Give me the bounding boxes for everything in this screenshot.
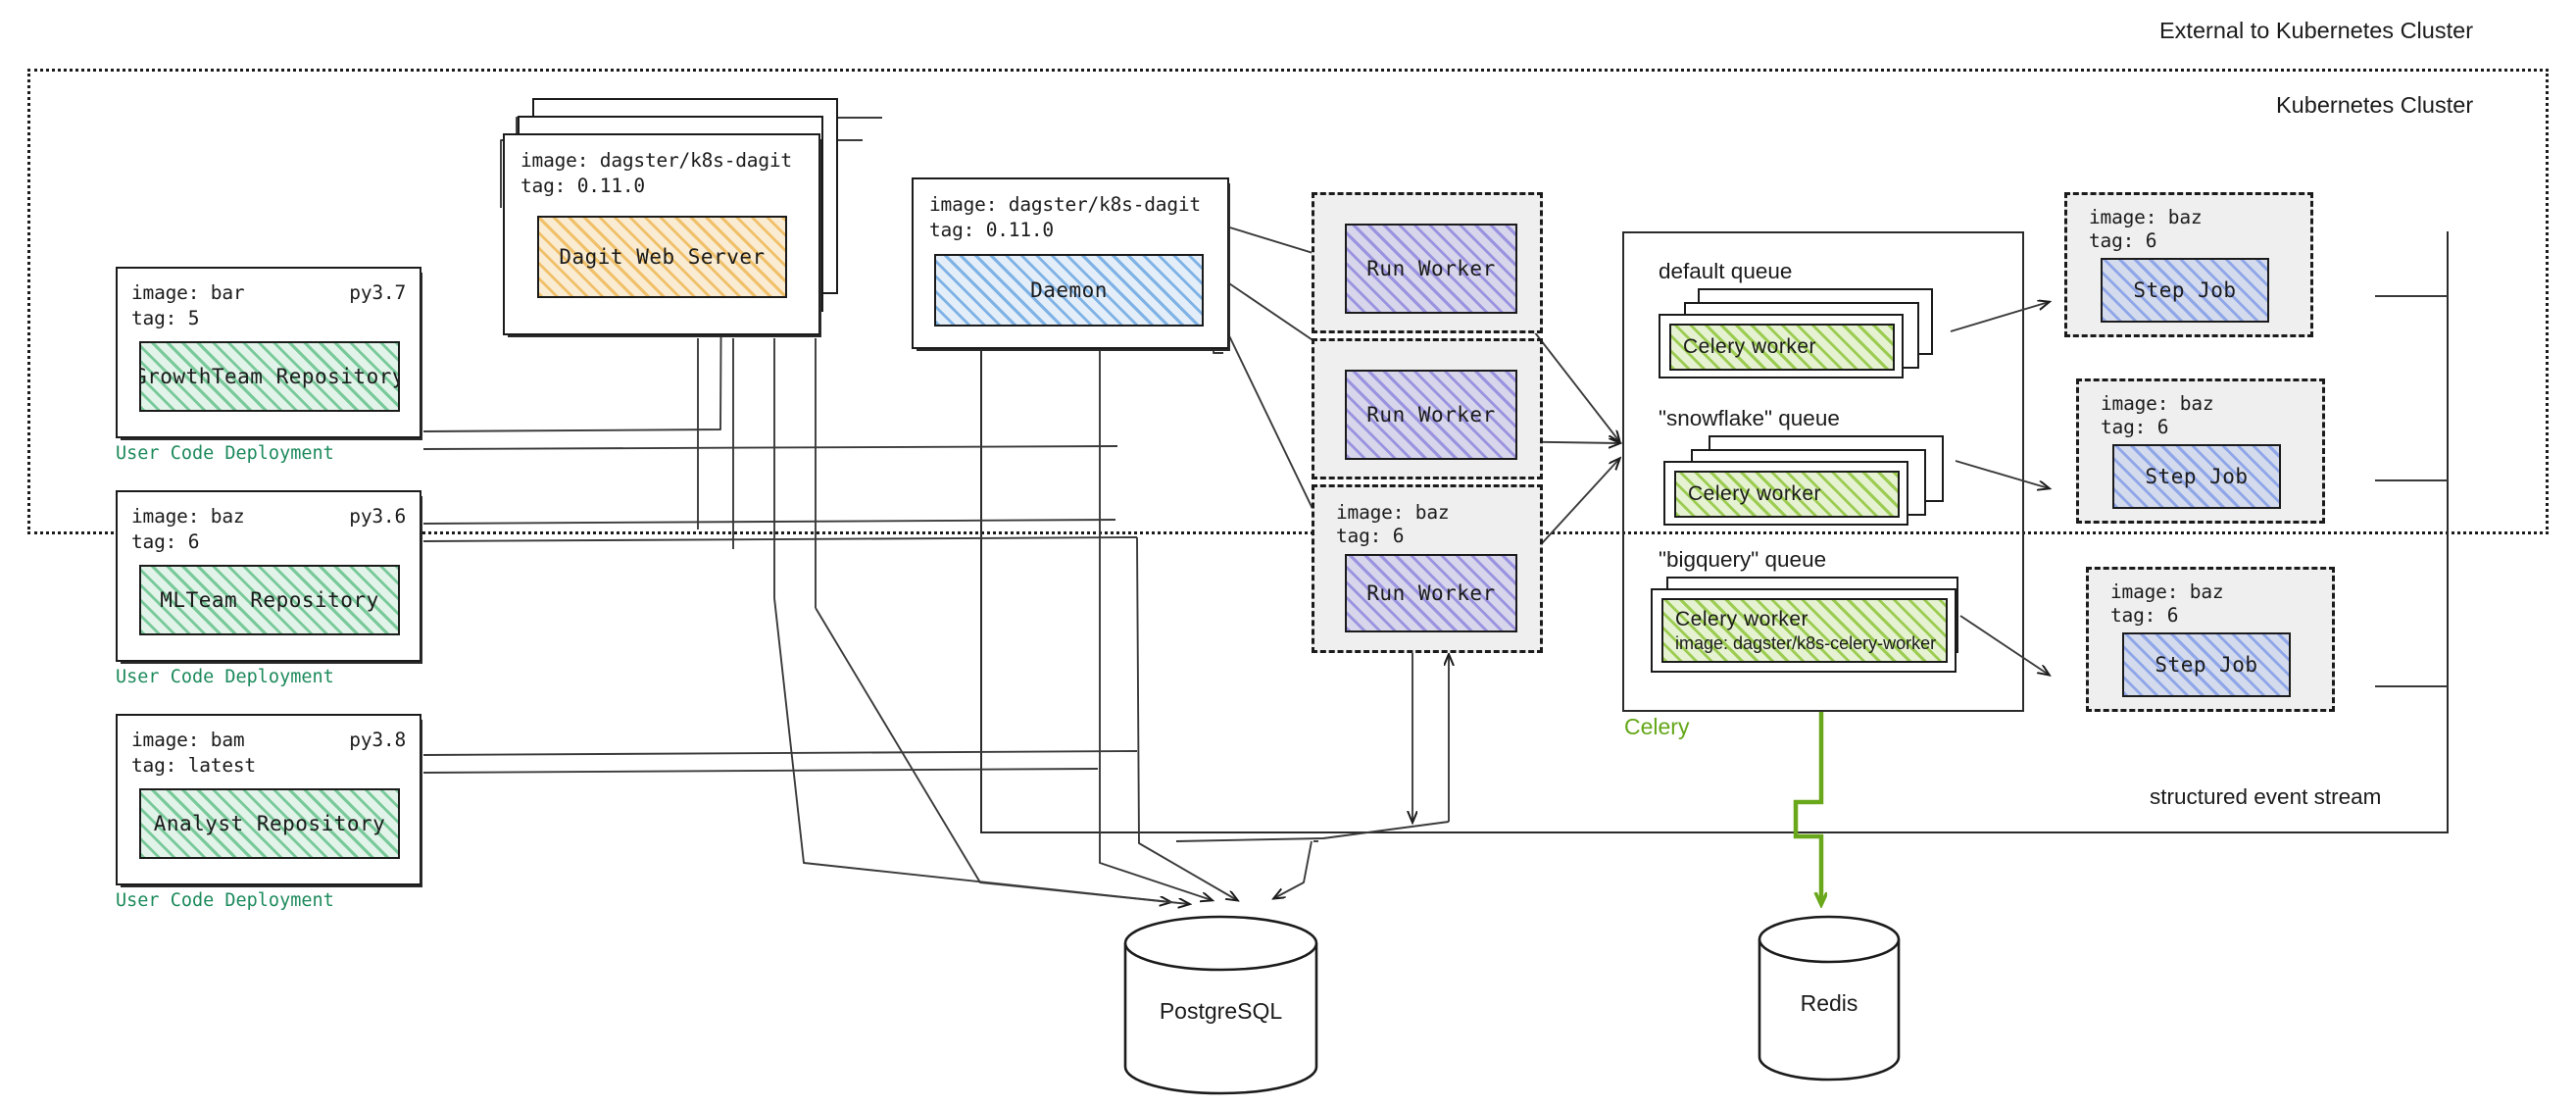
celery-queue-label-default: default queue	[1659, 259, 1793, 283]
growthteam-caption: User Code Deployment	[116, 443, 334, 464]
step-job-1-image-row: image: baz	[2089, 206, 2203, 228]
celery-queue-label-bigquery: "bigquery" queue	[1659, 547, 1827, 572]
mlteam-tag-row: tag: 6	[131, 529, 200, 553]
external-to-cluster-label: External to Kubernetes Cluster	[2159, 18, 2474, 43]
celery-worker-block-default[interactable]: Celery worker	[1669, 324, 1895, 371]
dagit-tag-row: tag: 0.11.0	[520, 174, 645, 197]
kubernetes-cluster-label: Kubernetes Cluster	[2276, 92, 2474, 118]
daemon-block[interactable]: Daemon	[934, 254, 1204, 327]
growthteam-tag-row: tag: 5	[131, 306, 200, 329]
celery-worker-label-bigquery: Celery worker	[1675, 607, 1809, 630]
user-code-deployment-mlteam[interactable]: image: baz py3.6 tag: 6 MLTeam Repositor…	[116, 490, 422, 664]
mlteam-caption: User Code Deployment	[116, 667, 334, 687]
daemon-pod[interactable]: image: dagster/k8s-dagit tag: 0.11.0 Dae…	[912, 177, 1230, 351]
step-job-pod-1[interactable]: image: baz tag: 6 Step Job	[2064, 192, 2313, 337]
analyst-repository-label: Analyst Repository	[153, 812, 386, 835]
step-job-label-1: Step Job	[2133, 278, 2237, 302]
daemon-label: Daemon	[1030, 278, 1108, 302]
celery-worker-card-bigquery[interactable]: Celery worker image: dagster/k8s-celery-…	[1651, 588, 1957, 673]
dagit-web-server-block[interactable]: Dagit Web Server	[537, 216, 787, 298]
step-job-3-tag-row: tag: 6	[2110, 604, 2179, 627]
analyst-repository-block[interactable]: Analyst Repository	[139, 788, 400, 859]
structured-event-stream-box	[980, 231, 2449, 833]
growthteam-repository-label: GrowthTeam Repository	[139, 365, 400, 388]
step-job-block-3[interactable]: Step Job	[2122, 632, 2291, 697]
run-worker-3-image-row: image: baz	[1336, 501, 1450, 524]
daemon-tag-row: tag: 0.11.0	[929, 218, 1054, 241]
analyst-tag-row: tag: latest	[131, 753, 256, 777]
mlteam-repository-block[interactable]: MLTeam Repository	[139, 565, 400, 635]
celery-worker-label-snowflake: Celery worker	[1688, 482, 1822, 505]
celery-region-label: Celery	[1624, 714, 1690, 739]
run-worker-pod-1[interactable]: Run Worker	[1312, 192, 1543, 333]
structured-event-stream-top-left	[980, 231, 984, 833]
dagit-web-server[interactable]: image: dagster/k8s-dagit tag: 0.11.0 Dag…	[503, 133, 821, 337]
step-job-label-2: Step Job	[2145, 465, 2249, 488]
mlteam-repository-label: MLTeam Repository	[160, 588, 379, 612]
analyst-image-row: image: bam py3.8	[131, 729, 406, 751]
celery-worker-block-snowflake[interactable]: Celery worker	[1674, 471, 1900, 518]
postgresql-cylinder-shape	[1123, 915, 1318, 1095]
run-worker-label-3: Run Worker	[1366, 581, 1496, 605]
growthteam-image-row: image: bar py3.7	[131, 281, 406, 304]
user-code-deployment-analyst[interactable]: image: bam py3.8 tag: latest Analyst Rep…	[116, 714, 422, 887]
daemon-image-row: image: dagster/k8s-dagit	[929, 193, 1201, 216]
run-worker-label-2: Run Worker	[1366, 403, 1496, 427]
redis-label: Redis	[1800, 990, 1858, 1016]
step-job-label-3: Step Job	[2155, 653, 2258, 677]
postgresql-datastore[interactable]: PostgreSQL	[1120, 912, 1321, 1098]
step-job-1-tag-row: tag: 6	[2089, 229, 2157, 252]
user-code-deployment-growthteam[interactable]: image: bar py3.7 tag: 5 GrowthTeam Repos…	[116, 267, 422, 440]
run-worker-block-2[interactable]: Run Worker	[1345, 370, 1517, 460]
celery-worker-card-snowflake[interactable]: Celery worker	[1663, 461, 1908, 526]
analyst-caption: User Code Deployment	[116, 890, 334, 911]
celery-worker-label-default: Celery worker	[1683, 335, 1817, 358]
dagit-web-server-label: Dagit Web Server	[559, 245, 766, 269]
redis-cylinder-shape	[1758, 915, 1901, 1082]
redis-datastore[interactable]: Redis	[1755, 912, 1904, 1086]
celery-worker-card-default[interactable]: Celery worker	[1659, 314, 1904, 378]
celery-queue-label-snowflake: "snowflake" queue	[1659, 406, 1840, 430]
growthteam-repository-block[interactable]: GrowthTeam Repository	[139, 341, 400, 412]
mlteam-image-row: image: baz py3.6	[131, 505, 406, 528]
run-worker-label-1: Run Worker	[1366, 257, 1496, 280]
step-job-2-tag-row: tag: 6	[2101, 416, 2169, 438]
run-worker-pod-2[interactable]: Run Worker	[1312, 338, 1543, 479]
step-job-pod-2[interactable]: image: baz tag: 6 Step Job	[2076, 378, 2325, 524]
run-worker-block-3[interactable]: Run Worker	[1345, 554, 1517, 632]
structured-event-stream-label: structured event stream	[2150, 784, 2382, 809]
run-worker-pod-3[interactable]: image: baz tag: 6 Run Worker	[1312, 484, 1543, 653]
step-job-block-1[interactable]: Step Job	[2101, 258, 2269, 323]
celery-worker-image-bigquery: image: dagster/k8s-celery-worker	[1675, 632, 1937, 653]
run-worker-3-tag-row: tag: 6	[1336, 525, 1405, 547]
run-worker-block-1[interactable]: Run Worker	[1345, 224, 1517, 314]
step-job-block-2[interactable]: Step Job	[2112, 444, 2281, 509]
dagit-image-row: image: dagster/k8s-dagit	[520, 149, 792, 172]
step-job-3-image-row: image: baz	[2110, 580, 2224, 603]
postgresql-label: PostgreSQL	[1159, 998, 1283, 1024]
celery-worker-block-bigquery[interactable]: Celery worker image: dagster/k8s-celery-…	[1661, 598, 1948, 663]
step-job-2-image-row: image: baz	[2101, 392, 2214, 415]
step-job-pod-3[interactable]: image: baz tag: 6 Step Job	[2086, 567, 2335, 712]
